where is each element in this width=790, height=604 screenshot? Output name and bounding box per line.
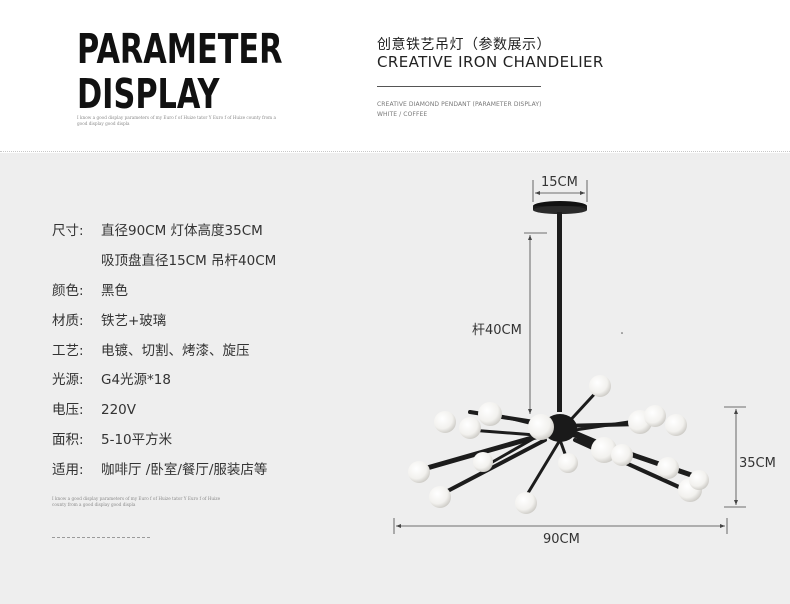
height-dimension-line [724,406,746,508]
spec-area: 面积: 5-10平方米 [52,428,172,448]
spec-voltage: 电压: 220V [52,398,136,418]
spec-usage: 适用: 咖啡厅 /卧室/餐厅/服装店等 [52,458,267,478]
spec-size: 尺寸: 直径90CM 灯体高度35CM [52,219,263,239]
spec-panel [0,153,790,604]
spec-size-value: 直径90CM 灯体高度35CM [101,223,263,239]
dashed-divider [52,537,150,538]
canopy-dimension-line [532,180,588,202]
small-dot [621,332,623,334]
spec-size-value-2: 吸顶盘直径15CM 吊杆40CM [101,253,277,269]
page-title-line1: PARAMETER [77,25,283,73]
spec-usage-value: 咖啡厅 /卧室/餐厅/服装店等 [101,462,268,478]
spec-light-source: 光源: G4光源*18 [52,368,171,388]
decorative-small-text: I know a good display parameters of my E… [77,115,276,126]
diameter-dimension-line [393,518,728,534]
spec-size-label: 尺寸: [52,223,84,239]
spec-color-value: 黑色 [101,283,128,299]
spec-area-value: 5-10平方米 [101,432,173,448]
diameter-dimension-label: 90CM [543,532,580,547]
product-color-caption: WHITE / COFFEE [377,111,428,118]
spec-voltage-value: 220V [101,402,137,418]
product-caption: CREATIVE DIAMOND PENDANT (PARAMETER DISP… [377,101,542,108]
spec-material-value: 铁艺+玻璃 [101,313,167,329]
glass-globes [408,375,709,514]
spec-material-label: 材质: [52,313,84,329]
spec-area-label: 面积: [52,432,84,448]
spec-usage-label: 适用: [52,462,84,478]
spec-light-value: G4光源*18 [101,372,171,388]
canopy-dimension-label: 15CM [541,175,578,190]
canopy-plate [533,201,587,214]
height-dimension-label: 35CM [739,456,776,471]
spec-color: 颜色: 黑色 [52,279,128,299]
spec-voltage-label: 电压: [52,402,84,418]
decorative-small-text-bottom: I know a good display parameters of my E… [52,496,221,507]
spec-light-label: 光源: [52,372,84,388]
spec-color-label: 颜色: [52,283,84,299]
hanging-rod [557,212,562,412]
spec-craft-value: 电镀、切割、烤漆、旋压 [101,343,250,359]
rod-dimension-line [524,232,547,414]
spec-material: 材质: 铁艺+玻璃 [52,309,166,329]
title-divider [377,86,541,87]
rod-dimension-label: 杆40CM [472,323,522,338]
section-divider [0,151,790,152]
spec-craft-label: 工艺: [52,343,84,359]
page-title-line2: DISPLAY [77,70,220,118]
header: PARAMETER DISPLAY I know a good display … [0,0,790,152]
spec-craft: 工艺: 电镀、切割、烤漆、旋压 [52,339,250,359]
product-title-chinese: 创意铁艺吊灯（参数展示） [377,37,551,53]
product-title-english: CREATIVE IRON CHANDELIER [377,53,604,71]
